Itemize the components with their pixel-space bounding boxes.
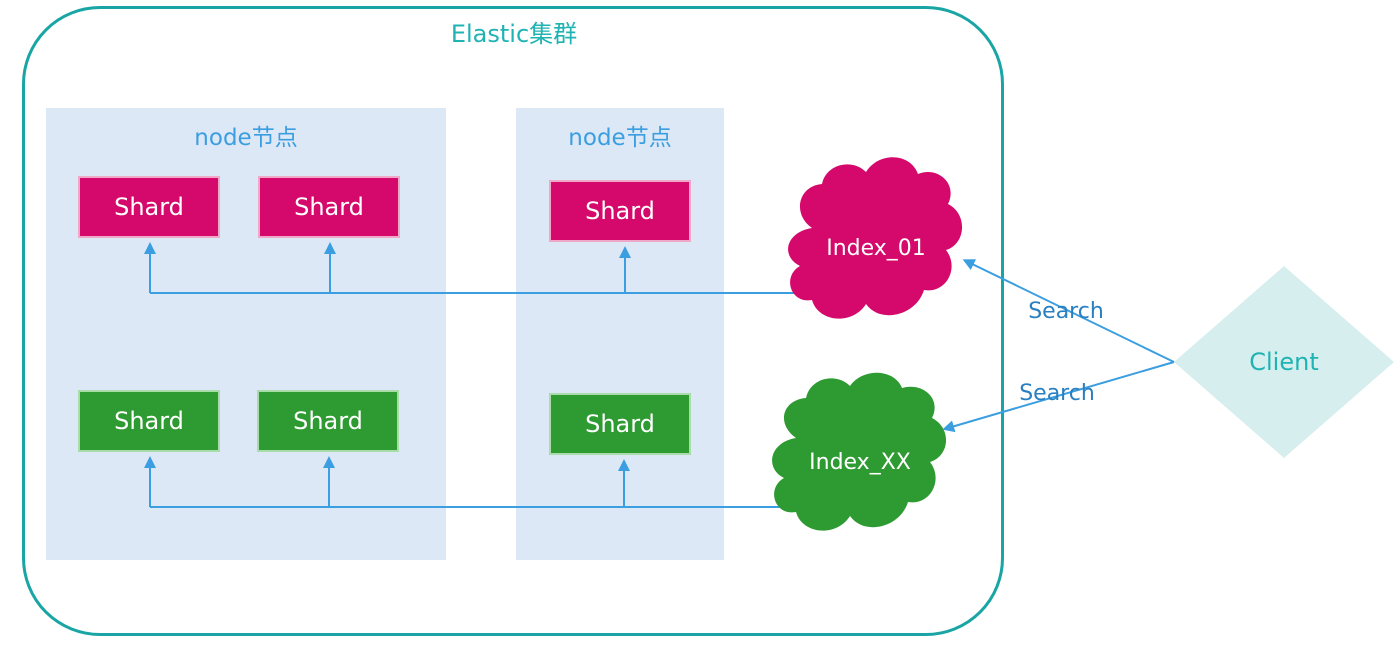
- index01-label: Index_01: [826, 236, 926, 261]
- search-label-top: Search: [1028, 299, 1104, 324]
- indexxx-cloud: Index_XX: [772, 372, 947, 531]
- index01-cloud: Index_01: [788, 157, 963, 319]
- node-title-1: node节点: [194, 125, 298, 151]
- search-edge-to-indexxx: [942, 361, 1175, 433]
- search-edges: [942, 259, 1175, 433]
- client-label: Client: [1249, 348, 1318, 376]
- client-diamond: [1174, 266, 1394, 458]
- index01-connectors: [144, 242, 800, 294]
- search-label-bottom: Search: [1019, 381, 1095, 406]
- node-title-2: node节点: [568, 125, 672, 151]
- shard-indexxx-2: Shard: [257, 390, 399, 452]
- indexxx-label: Index_XX: [809, 450, 911, 475]
- search-edge-to-index01: [962, 259, 1175, 363]
- index01-cloud-shape: [788, 157, 963, 319]
- shard-indexxx-3: Shard: [549, 393, 691, 455]
- indexxx-cloud-shape: [772, 372, 947, 531]
- shard-indexxx-1: Shard: [78, 390, 220, 452]
- indexxx-connectors: [144, 456, 782, 508]
- shard-index01-2: Shard: [258, 176, 400, 238]
- client-node: Client: [1174, 266, 1394, 458]
- shard-index01-1: Shard: [78, 176, 220, 238]
- cluster-title: Elastic集群: [450, 20, 578, 48]
- shard-index01-3: Shard: [549, 180, 691, 242]
